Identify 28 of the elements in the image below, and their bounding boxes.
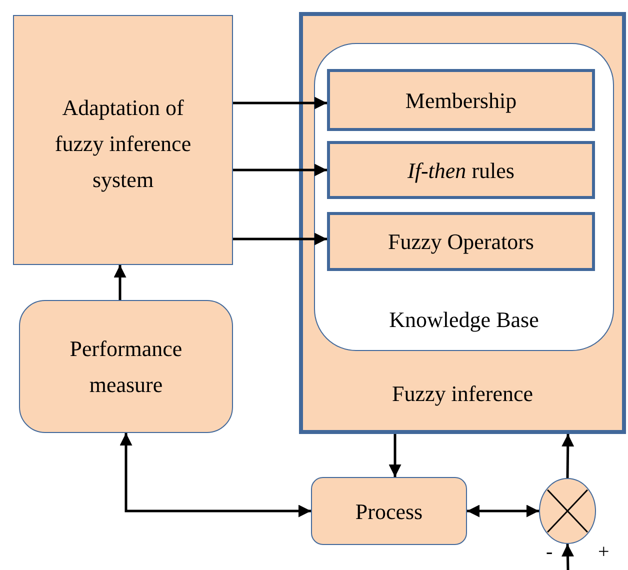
process-box xyxy=(327,69,595,131)
process-box xyxy=(13,15,233,265)
arrow xyxy=(114,265,126,300)
arrow xyxy=(233,164,327,176)
arrow xyxy=(388,434,402,477)
sign-label: + xyxy=(598,542,610,562)
arrow xyxy=(233,96,327,110)
box-label: Adaptation of fuzzy inference system xyxy=(54,94,192,194)
arrow xyxy=(467,504,539,518)
process-box xyxy=(327,141,595,199)
box-label: Process xyxy=(355,498,423,526)
arrow xyxy=(233,232,327,246)
panel-label: Knowledge Base xyxy=(389,306,539,334)
sign-label: - xyxy=(546,542,553,562)
rounded-box xyxy=(19,300,233,433)
arrow xyxy=(562,434,574,478)
box-label: If-then rules xyxy=(408,156,514,185)
arrow xyxy=(120,433,311,518)
box-label: Fuzzy Operators xyxy=(388,228,534,256)
multiplier-circle xyxy=(539,478,596,544)
box-label: Performance measure xyxy=(68,334,184,398)
process-box xyxy=(327,212,595,271)
arrow xyxy=(562,544,574,570)
container-box xyxy=(299,12,626,434)
box-label: Membership xyxy=(405,86,517,115)
rounded-panel xyxy=(314,43,614,351)
box-label: Fuzzy inference xyxy=(392,380,534,408)
rounded-box xyxy=(311,477,467,545)
